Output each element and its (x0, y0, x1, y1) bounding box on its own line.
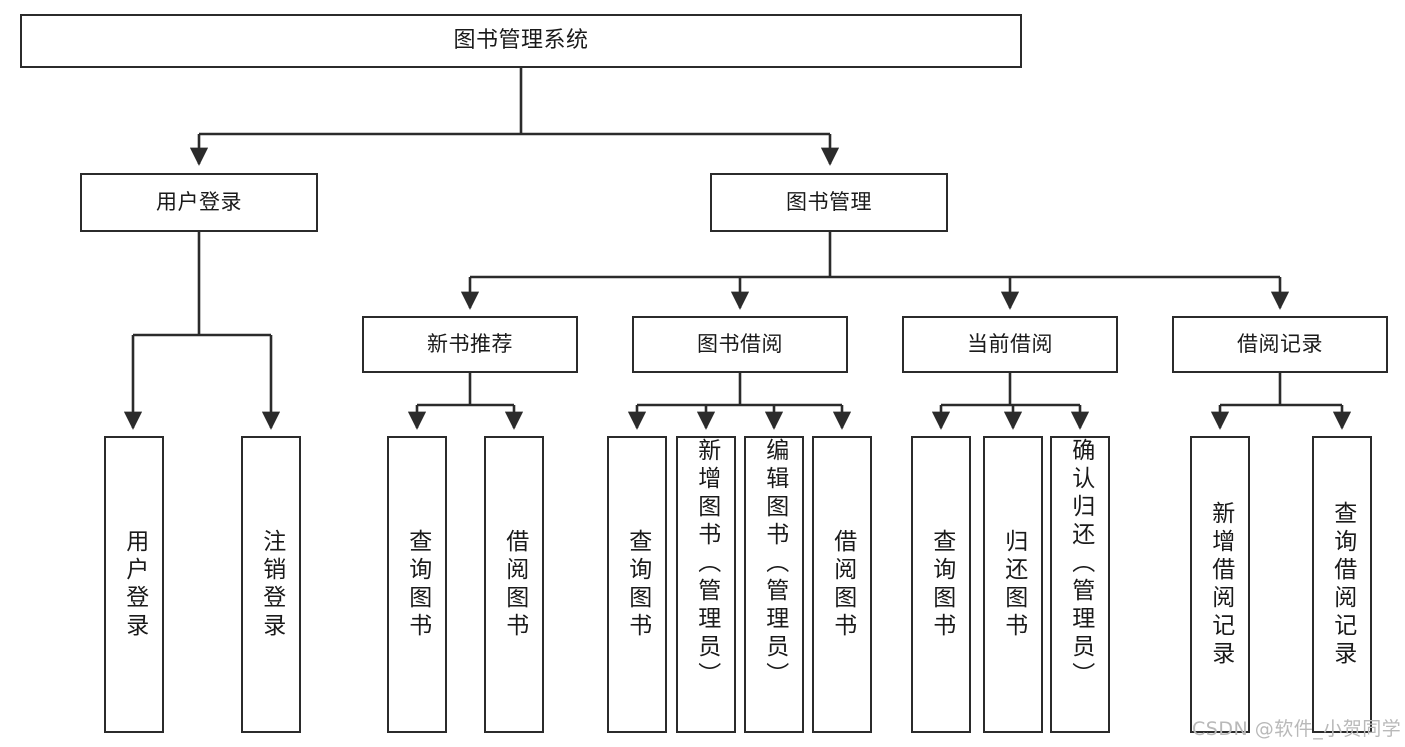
leaf-edit-book-admin[interactable]: 编辑图书（管理员） (744, 436, 804, 733)
leaf-query-book-borrow-label: 查询图书 (624, 528, 651, 641)
leaf-logout-login-label: 注销登录 (258, 528, 285, 641)
leaf-return-book[interactable]: 归还图书 (983, 436, 1043, 733)
leaf-query-book-current[interactable]: 查询图书 (911, 436, 971, 733)
leaf-user-login-label: 用户登录 (121, 528, 148, 641)
leaf-return-book-label: 归还图书 (1000, 528, 1027, 641)
node-book-management-label: 图书管理 (786, 189, 872, 214)
node-book-borrow-label: 图书借阅 (697, 331, 783, 356)
node-borrow-record-label: 借阅记录 (1237, 331, 1323, 356)
node-root-label: 图书管理系统 (453, 27, 589, 53)
node-user-login-label: 用户登录 (156, 189, 242, 214)
leaf-query-book-recommend[interactable]: 查询图书 (387, 436, 447, 733)
leaf-borrow-book-recommend[interactable]: 借阅图书 (484, 436, 544, 733)
leaf-confirm-return-admin[interactable]: 确认归还（管理员） (1050, 436, 1110, 733)
leaf-query-borrow-record-label: 查询借阅记录 (1329, 500, 1356, 669)
node-book-management[interactable]: 图书管理 (710, 173, 948, 232)
node-book-borrow[interactable]: 图书借阅 (632, 316, 848, 373)
node-root[interactable]: 图书管理系统 (20, 14, 1022, 68)
leaf-query-book-borrow[interactable]: 查询图书 (607, 436, 667, 733)
node-new-book-recommend[interactable]: 新书推荐 (362, 316, 578, 373)
node-new-book-recommend-label: 新书推荐 (427, 331, 513, 356)
leaf-edit-book-admin-label: 编辑图书（管理员） (761, 438, 788, 690)
leaf-logout-login[interactable]: 注销登录 (241, 436, 301, 733)
leaf-confirm-return-admin-label: 确认归还（管理员） (1067, 438, 1094, 690)
leaf-borrow-book[interactable]: 借阅图书 (812, 436, 872, 733)
node-user-login[interactable]: 用户登录 (80, 173, 318, 232)
leaf-query-book-current-label: 查询图书 (928, 528, 955, 641)
node-borrow-record[interactable]: 借阅记录 (1172, 316, 1388, 373)
leaf-user-login[interactable]: 用户登录 (104, 436, 164, 733)
leaf-add-book-admin[interactable]: 新增图书（管理员） (676, 436, 736, 733)
leaf-borrow-book-label: 借阅图书 (829, 528, 856, 641)
leaf-add-book-admin-label: 新增图书（管理员） (693, 438, 720, 690)
leaf-borrow-book-recommend-label: 借阅图书 (501, 528, 528, 641)
node-current-borrow-label: 当前借阅 (967, 331, 1053, 356)
node-current-borrow[interactable]: 当前借阅 (902, 316, 1118, 373)
leaf-add-borrow-record-label: 新增借阅记录 (1207, 500, 1234, 669)
leaf-query-book-recommend-label: 查询图书 (404, 528, 431, 641)
leaf-query-borrow-record[interactable]: 查询借阅记录 (1312, 436, 1372, 733)
leaf-add-borrow-record[interactable]: 新增借阅记录 (1190, 436, 1250, 733)
csdn-watermark: CSDN @软件_小贺同学 (1192, 718, 1402, 740)
